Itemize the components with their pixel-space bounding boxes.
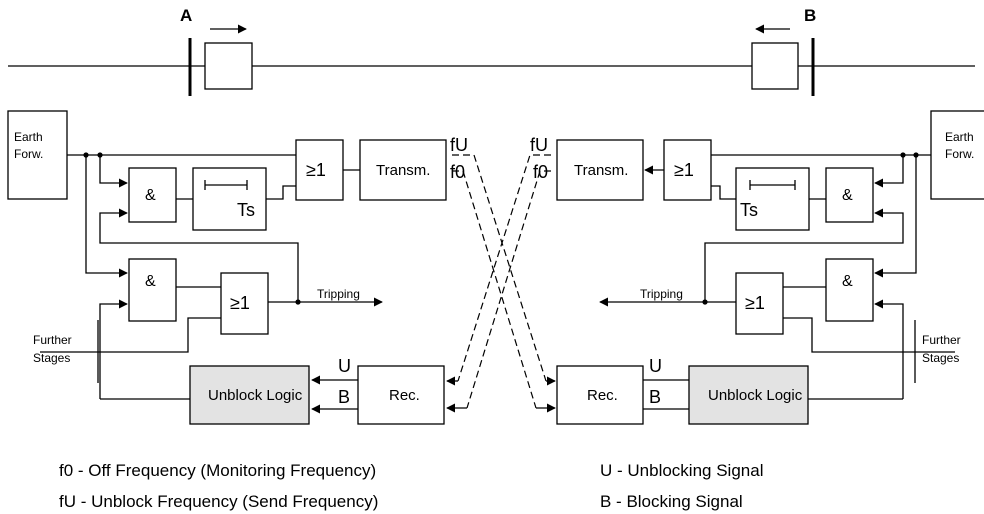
further-stages-left-line2: Stages — [33, 351, 70, 365]
earth-forw-left — [7, 110, 68, 200]
earth-forw-left-line2: Forw. — [14, 147, 43, 161]
receiver-left — [357, 365, 445, 425]
timer-left-label: Ts — [237, 200, 255, 220]
right-freq-f0: f0 — [533, 162, 548, 182]
and-gate-2-left-label: & — [145, 273, 156, 290]
timer-left — [192, 167, 267, 231]
and-gate-2-right — [825, 258, 874, 322]
receiver-right-label: Rec. — [587, 387, 618, 404]
station-b-label: B — [804, 6, 816, 25]
left-freq-fu: fU — [450, 135, 468, 155]
legend-f0: f0 - Off Frequency (Monitoring Frequency… — [59, 461, 376, 480]
timer-right — [735, 167, 810, 231]
and-gate-right-label: & — [842, 187, 853, 204]
further-stages-right-line1: Further — [922, 333, 961, 347]
legend-u: U - Unblocking Signal — [600, 461, 763, 480]
or-gate-right — [663, 139, 712, 201]
right-freq-fu: fU — [530, 135, 548, 155]
unblock-logic-left-label: Unblock Logic — [208, 387, 303, 404]
and-gate-2-right-label: & — [842, 273, 853, 290]
unblock-logic-right — [688, 365, 809, 425]
timer-right-label: Ts — [740, 200, 758, 220]
right-signal-u: U — [649, 356, 662, 376]
earth-forw-right — [930, 110, 984, 200]
unblock-logic-right-label: Unblock Logic — [708, 387, 803, 404]
and-gate-right — [825, 167, 874, 223]
station-a-label: A — [180, 6, 192, 25]
earth-forw-right-line1: Earth — [945, 130, 974, 144]
transmitter-left-label: Transm. — [376, 162, 430, 179]
earth-forw-left-line1: Earth — [14, 130, 43, 144]
transmitter-right-label: Transm. — [574, 162, 628, 179]
left-signal-u: U — [338, 356, 351, 376]
or-gate-left-label: ≥1 — [306, 160, 326, 180]
transmitter-right — [556, 139, 644, 201]
or-gate-2-right — [735, 272, 784, 335]
and-gate-left — [128, 167, 177, 223]
or-gate-right-label: ≥1 — [674, 160, 694, 180]
further-stages-left-line1: Further — [33, 333, 72, 347]
and-gate-2-left — [128, 258, 177, 322]
and-gate-left-label: & — [145, 187, 156, 204]
communication-channel — [446, 154, 556, 413]
transmitter-left — [359, 139, 447, 201]
left-freq-f0: f0 — [450, 162, 465, 182]
receiver-right — [556, 365, 644, 425]
tripping-left: Tripping — [317, 287, 360, 301]
or-gate-2-right-label: ≥1 — [745, 293, 765, 313]
legend-b: B - Blocking Signal — [600, 492, 743, 511]
left-side-logic: Earth Forw. & Ts ≥1 Transm. & ≥1 Unblock… — [7, 110, 468, 425]
tripping-right: Tripping — [640, 287, 683, 301]
legend-fu: fU - Unblock Frequency (Send Frequency) — [59, 492, 378, 511]
further-stages-right-line2: Stages — [922, 351, 959, 365]
right-signal-b: B — [649, 387, 661, 407]
breaker-a — [204, 42, 253, 90]
earth-forw-right-line2: Forw. — [945, 147, 974, 161]
unblock-logic-left — [189, 365, 310, 425]
receiver-left-label: Rec. — [389, 387, 420, 404]
breaker-b — [751, 42, 799, 90]
left-signal-b: B — [338, 387, 350, 407]
or-gate-2-left-label: ≥1 — [230, 293, 250, 313]
right-side-logic: Earth Forw. & Ts ≥1 Transm. & ≥1 Unblock… — [530, 110, 984, 425]
or-gate-2-left — [220, 272, 269, 335]
